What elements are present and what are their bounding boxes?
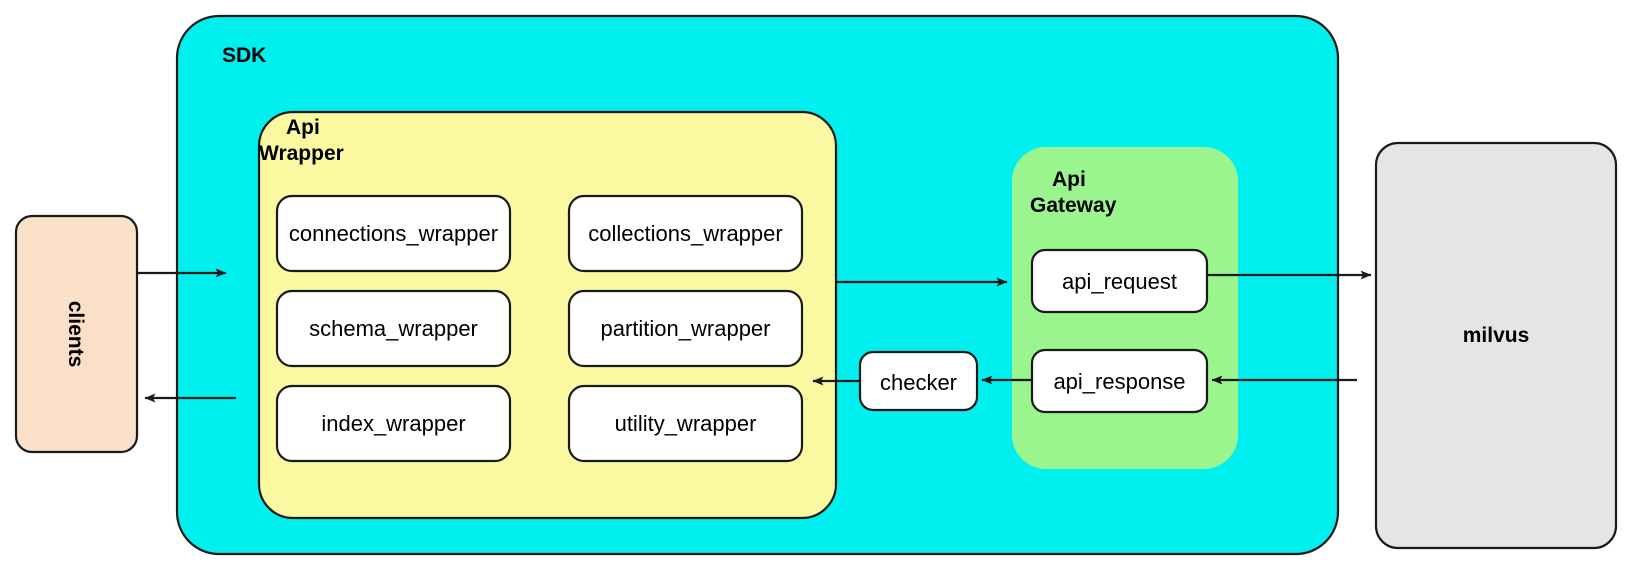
gateway-module-api_response[interactable]: api_response (1030, 348, 1209, 414)
clients-node-box[interactable] (14, 214, 139, 454)
api-wrapper-container-label-line1: Api (286, 116, 320, 139)
wrapper-module-collections_wrapper[interactable]: collections_wrapper (567, 194, 804, 273)
wrapper-module-label: partition_wrapper (601, 316, 771, 341)
milvus-node[interactable]: milvus (1374, 141, 1618, 550)
milvus-node-box[interactable] (1374, 141, 1618, 550)
wrapper-module-label: index_wrapper (321, 411, 465, 436)
gateway-module-label: api_response (1053, 369, 1185, 394)
gateway-module-api_request[interactable]: api_request (1030, 248, 1209, 314)
milvus-node-label: milvus (1463, 324, 1530, 347)
wrapper-module-box[interactable] (567, 194, 804, 273)
api-gateway-container-label-line1: Api (1052, 168, 1086, 191)
wrapper-module-box[interactable] (275, 194, 512, 273)
wrapper-module-label: connections_wrapper (289, 221, 498, 246)
clients-node[interactable]: clients (14, 214, 139, 454)
wrapper-module-connections_wrapper[interactable]: connections_wrapper (275, 194, 512, 273)
wrapper-module-label: collections_wrapper (588, 221, 782, 246)
wrapper-module-box[interactable] (275, 289, 512, 368)
api-wrapper-container-label-line2: Wrapper (259, 142, 344, 165)
wrapper-module-partition_wrapper[interactable]: partition_wrapper (567, 289, 804, 368)
wrapper-module-index_wrapper[interactable]: index_wrapper (275, 384, 512, 463)
wrapper-module-box[interactable] (275, 384, 512, 463)
gateway-module-box[interactable] (1030, 248, 1209, 314)
gateway-module-label: api_request (1062, 269, 1177, 294)
clients-node-label: clients (64, 301, 87, 368)
api-gateway-container-label-line2: Gateway (1030, 194, 1117, 217)
checker-node[interactable]: checker (858, 350, 979, 412)
checker-node-label: checker (880, 370, 957, 395)
wrapper-module-label: utility_wrapper (615, 411, 757, 436)
wrapper-module-box[interactable] (567, 289, 804, 368)
wrapper-module-schema_wrapper[interactable]: schema_wrapper (275, 289, 512, 368)
sdk-container-label: SDK (222, 44, 266, 67)
wrapper-module-label: schema_wrapper (309, 316, 478, 341)
wrapper-module-box[interactable] (567, 384, 804, 463)
wrapper-module-utility_wrapper[interactable]: utility_wrapper (567, 384, 804, 463)
